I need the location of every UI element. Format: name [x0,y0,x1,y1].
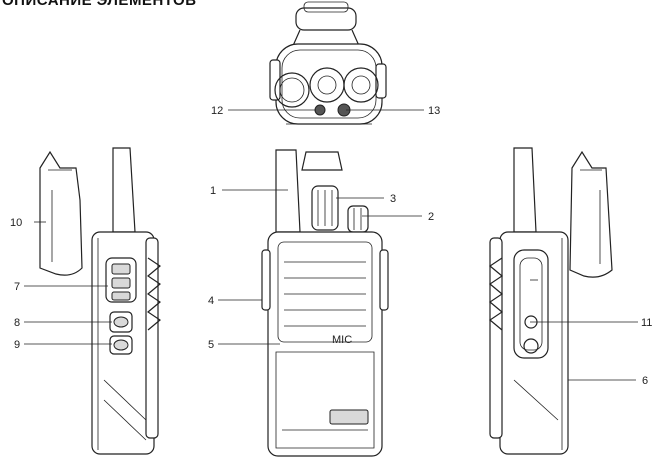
callout-numbers: 1 2 3 4 5 6 7 8 9 10 11 12 13 [10,105,652,387]
callout-4: 4 [208,295,214,307]
side-button-8 [113,316,129,328]
top-led-indicator [314,104,326,116]
callout-13: 13 [428,105,440,117]
callout-2: 2 [428,211,434,223]
belt-clip-right [569,150,613,278]
callout-3: 3 [390,193,396,205]
top-view [269,1,387,125]
front-view: MIC [261,149,389,457]
callout-9: 9 [14,339,20,351]
left-side-view [39,147,162,455]
section-title: ОПИСАНИЕ ЭЛЕМЕНТОВ [2,0,197,9]
speaker-grille [277,241,373,343]
callout-8: 8 [14,317,20,329]
belt-clip [39,150,83,276]
antenna-side-left [112,147,136,233]
callout-7: 7 [14,281,20,293]
antenna [275,149,301,233]
accessory-jack-cover [513,249,549,359]
antenna-side-right [513,147,537,233]
right-side-view [488,147,613,455]
callout-1: 1 [210,185,216,197]
callout-5: 5 [208,339,214,351]
callout-10: 10 [10,217,22,229]
callout-11: 11 [641,317,652,329]
leader-lines [24,109,638,381]
volume-knob [347,205,369,233]
side-button-9 [113,339,129,351]
callout-6: 6 [642,375,648,387]
mic-label: MIC [332,334,352,346]
callout-12: 12 [211,105,223,117]
